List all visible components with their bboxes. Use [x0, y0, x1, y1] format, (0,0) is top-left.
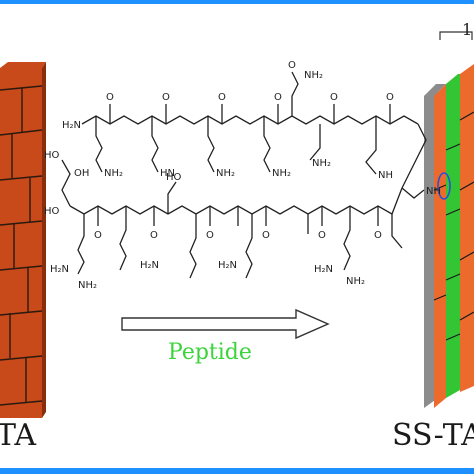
green-layer [446, 74, 460, 398]
dimension-bracket [439, 31, 473, 40]
orange-layer-right [460, 64, 474, 392]
peptide-structure [61, 71, 427, 279]
atom-nh-2: NH [426, 186, 441, 197]
atom-o-13: O [374, 230, 382, 241]
atom-nh2-6: NH₂ [78, 280, 97, 291]
atom-o-4: O [274, 92, 282, 103]
atom-o-9: O [150, 230, 158, 241]
ta-wall-top [0, 62, 46, 68]
atom-ho-3: HO [166, 172, 182, 183]
atom-h2n-4: H₂N [218, 260, 237, 271]
corner-label: 1 [462, 20, 473, 39]
atom-o-8: O [94, 230, 102, 241]
arrow-shape [121, 308, 330, 340]
ta-wall-front [0, 68, 42, 418]
atom-o-2: O [162, 92, 170, 103]
atom-oh-1: OH [74, 168, 89, 179]
process-arrow [121, 308, 330, 340]
highlight-ellipse [437, 172, 451, 200]
atom-o-11: O [262, 230, 270, 241]
atom-o-3: O [218, 92, 226, 103]
atom-nh2-3: NH₂ [272, 168, 291, 179]
atom-o-12: O [318, 230, 326, 241]
atom-h2n-3: H₂N [140, 260, 159, 271]
ta-brick-wall [0, 62, 46, 418]
atom-nh-1: NH [378, 170, 393, 181]
atom-nh2-2: NH₂ [216, 168, 235, 179]
atom-o-1: O [106, 92, 114, 103]
ta-label: TA [0, 418, 37, 453]
grey-layer-top [424, 84, 446, 96]
atom-o-7: O [288, 60, 296, 71]
atom-ho-2: HO [44, 206, 60, 217]
ss-tap-label: SS-TAP [392, 418, 474, 453]
atom-ho-1: HO [44, 150, 60, 161]
atom-labels: H₂N O O O O O O O NH₂ NH₂ HN NH₂ NH₂ NH₂… [44, 60, 441, 291]
atom-o-6: O [386, 92, 394, 103]
peptide-label: Peptide [168, 340, 252, 365]
atom-h2n-1: H₂N [62, 120, 81, 131]
atom-h2n-5: H₂N [314, 264, 333, 275]
atom-o-10: O [206, 230, 214, 241]
atom-nh2-5: NH₂ [346, 276, 365, 287]
atom-hn-1: HN [160, 168, 175, 179]
atom-nh2-top: NH₂ [304, 70, 323, 81]
ta-wall-side [42, 62, 46, 418]
ss-tap-layered-block [424, 31, 474, 408]
atom-o-5: O [330, 92, 338, 103]
frame-top-border [0, 0, 474, 4]
frame-bottom-border [0, 468, 474, 474]
atom-nh2-4: NH₂ [312, 158, 331, 169]
atom-h2n-2: H₂N [50, 264, 69, 275]
orange-layer [434, 84, 446, 408]
atom-nh2-1: NH₂ [104, 168, 123, 179]
